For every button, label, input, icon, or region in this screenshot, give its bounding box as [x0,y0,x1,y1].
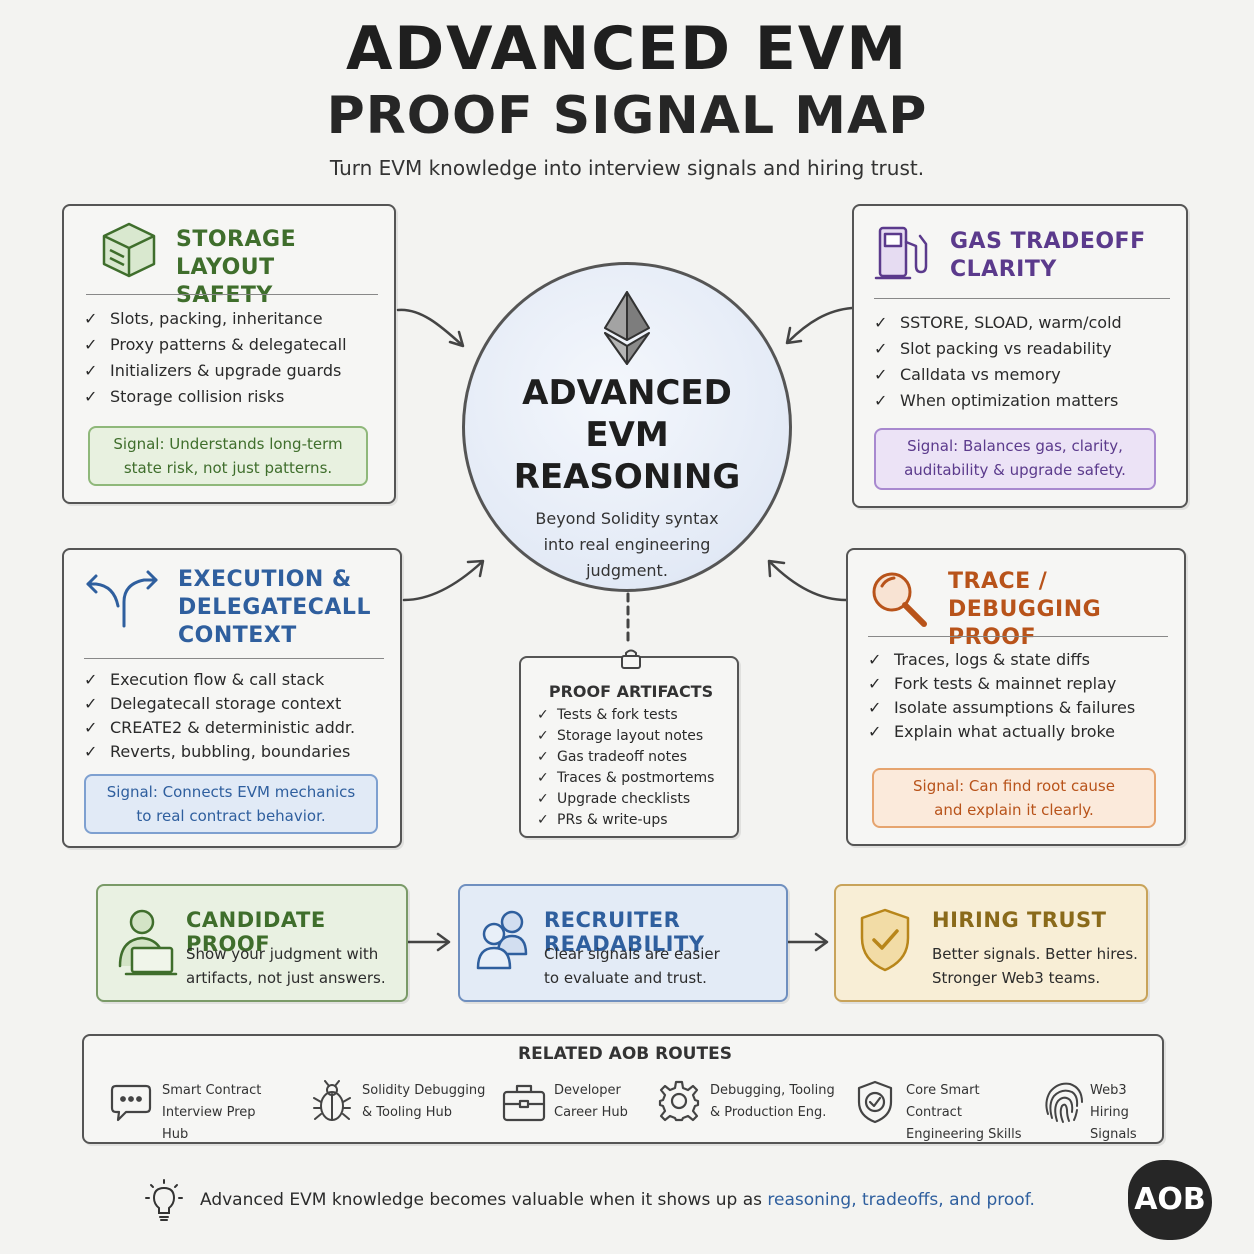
route-developer-career[interactable]: Developer Career Hub [502,1080,652,1130]
related-routes-title: RELATED AOB ROUTES [518,1044,732,1064]
footer-highlight: reasoning, tradeoffs, and proof. [767,1190,1035,1210]
route-solidity-debugging[interactable]: Solidity Debugging & Tooling Hub [310,1080,490,1130]
lock-icon [621,649,641,669]
route-interview-prep[interactable]: Smart Contract Interview Prep Hub [110,1080,280,1142]
fuel-pump-icon [874,226,928,280]
person-laptop-icon [118,909,178,976]
magnifier-icon [872,572,927,627]
trace-title-line1: TRACE / DEBUGGING [948,569,1102,622]
footer-note: Advanced EVM knowledge becomes valuable … [200,1190,1035,1210]
recruiter-readability-title: RECRUITER READABILITY [544,908,705,956]
bug-icon [313,1080,351,1121]
list-item: Storage layout notes [537,726,714,747]
execution-title-line1: EXECUTION & [178,567,352,592]
list-item: Traces, logs & state diffs [868,648,1135,672]
list-item: Isolate assumptions & failures [868,696,1135,720]
gas-title-line2: CLARITY [950,257,1057,282]
execution-title-line2: DELEGATECALL [178,595,371,620]
list-item: Storage collision risks [84,384,347,410]
route-label: Smart Contract Interview Prep Hub [162,1083,262,1142]
storage-layout-card: STORAGE LAYOUT SAFETY Slots, packing, in… [62,204,396,504]
list-item: PRs & write-ups [537,810,714,831]
route-debugging-tooling[interactable]: Debugging, Tooling & Production Eng. [658,1080,838,1130]
candidate-proof-box: CANDIDATE PROOF Show your judgment with … [96,884,408,1002]
list-item: When optimization matters [874,388,1122,414]
trace-title-line2: PROOF [948,625,1036,650]
list-item: Reverts, bubbling, boundaries [84,740,355,764]
arrow-execution-to-center [402,560,484,602]
trace-signal-box: Signal: Can find root cause and explain … [872,768,1156,828]
storage-title-line2: SAFETY [176,283,273,308]
shield-check-icon [860,908,910,972]
execution-checklist: Execution flow & call stack Delegatecall… [84,668,355,764]
candidate-proof-title: CANDIDATE PROOF [186,908,326,956]
list-item: Delegatecall storage context [84,692,355,716]
hiring-trust-box: HIRING TRUST Better signals. Better hire… [834,884,1148,1002]
arrow-gas-to-center [786,306,854,344]
people-icon [476,910,528,970]
gas-signal-box: Signal: Balances gas, clarity, auditabil… [874,428,1156,490]
storage-title-line1: STORAGE LAYOUT [176,227,297,280]
gas-checklist: SSTORE, SLOAD, warm/cold Slot packing vs… [874,310,1122,414]
chat-bubble-icon [110,1084,152,1122]
related-routes-panel: RELATED AOB ROUTES Smart Contract Interv… [82,1034,1164,1144]
aob-logo: AOB [1128,1160,1212,1240]
center-subtitle: Beyond Solidity syntax into real enginee… [535,509,719,580]
hiring-trust-title: HIRING TRUST [932,908,1107,932]
arrow-storage-to-center [396,308,464,347]
ethereum-icon [604,291,650,365]
list-item: Initializers & upgrade guards [84,358,347,384]
box-icon [102,222,156,278]
list-item: Upgrade checklists [537,789,714,810]
page-title: ADVANCED EVM [345,14,909,84]
list-item: Calldata vs memory [874,362,1122,388]
briefcase-icon [502,1084,546,1122]
gas-title-line1: GAS TRADEOFF [950,229,1146,254]
execution-card: EXECUTION & DELEGATECALL CONTEXT Executi… [62,548,402,848]
trace-checklist: Traces, logs & state diffs Fork tests & … [868,648,1135,744]
gear-icon [658,1080,700,1122]
list-item: Gas tradeoff notes [537,747,714,768]
route-label: Core Smart Contract Engineering Skills [906,1083,1022,1142]
list-item: Fork tests & mainnet replay [868,672,1135,696]
route-label: Solidity Debugging & Tooling Hub [362,1083,486,1120]
center-title: ADVANCED EVM REASONING [513,373,741,497]
list-item: Proxy patterns & delegatecall [84,332,347,358]
split-arrows-icon [86,570,158,628]
execution-title-line3: CONTEXT [178,623,297,648]
candidate-proof-text: Show your judgment with artifacts, not j… [186,945,386,987]
recruiter-readability-box: RECRUITER READABILITY Clear signals are … [458,884,788,1002]
route-label: Web3 Hiring Signals [1090,1083,1137,1142]
execution-signal-box: Signal: Connects EVM mechanics to real c… [84,774,378,834]
list-item: Slot packing vs readability [874,336,1122,362]
hiring-trust-text: Better signals. Better hires. Stronger W… [932,945,1138,987]
gas-tradeoff-card: GAS TRADEOFF CLARITY SSTORE, SLOAD, warm… [852,204,1188,508]
list-item: Tests & fork tests [537,705,714,726]
proof-artifacts-box: PROOF ARTIFACTS Tests & fork tests Stora… [519,649,739,838]
arrow-trace-to-center [768,560,848,602]
storage-signal-box: Signal: Understands long-term state risk… [88,426,368,486]
list-item: Slots, packing, inheritance [84,306,347,332]
route-core-engineering[interactable]: Core Smart Contract Engineering Skills [854,1080,1034,1142]
list-item: Traces & postmortems [537,768,714,789]
artifacts-title: PROOF ARTIFACTS [548,682,714,701]
list-item: Execution flow & call stack [84,668,355,692]
route-web3-hiring[interactable]: Web3 Hiring Signals [1042,1080,1162,1142]
list-item: SSTORE, SLOAD, warm/cold [874,310,1122,336]
list-item: CREATE2 & deterministic addr. [84,716,355,740]
route-label: Developer Career Hub [554,1083,628,1120]
artifacts-checklist: Tests & fork tests Storage layout notes … [537,705,714,831]
page-subtitle: Turn EVM knowledge into interview signal… [329,156,925,180]
page-title-line2: PROOF SIGNAL MAP [326,86,928,146]
fingerprint-icon [1045,1082,1083,1123]
list-item: Explain what actually broke [868,720,1135,744]
lightbulb-icon [145,1179,183,1221]
storage-checklist: Slots, packing, inheritance Proxy patter… [84,306,347,410]
trace-debugging-card: TRACE / DEBUGGING PROOF Traces, logs & s… [846,548,1186,846]
recruiter-readability-text: Clear signals are easier to evaluate and… [544,945,720,987]
route-label: Debugging, Tooling & Production Eng. [710,1083,835,1120]
shield-check-icon [857,1080,893,1124]
